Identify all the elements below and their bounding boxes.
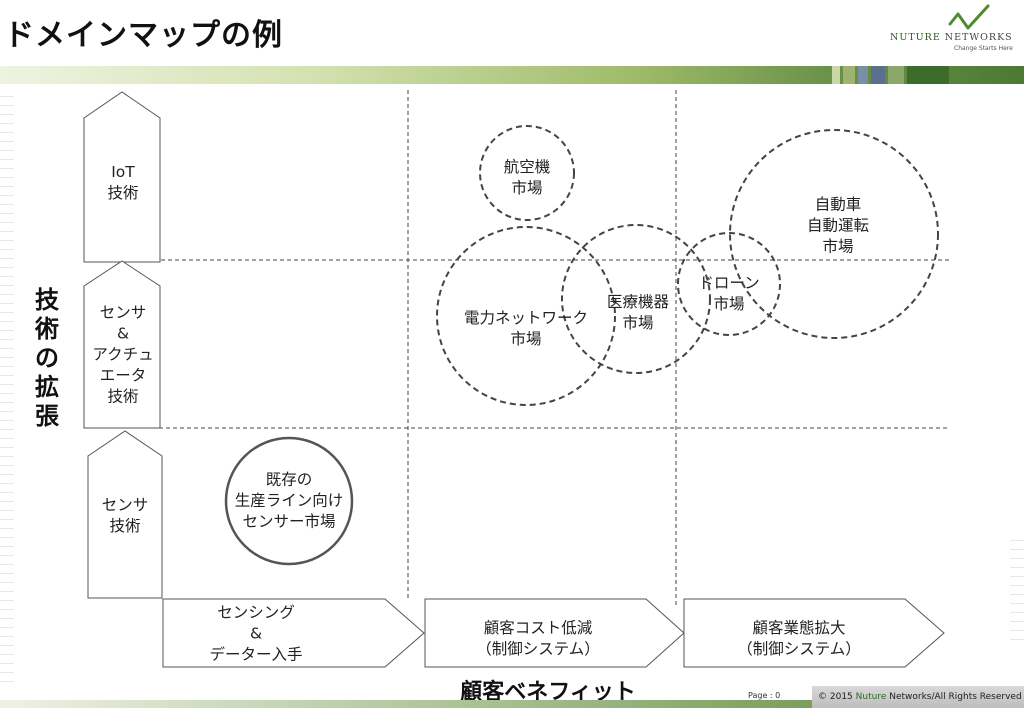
logo-tagline: Change Starts Here <box>954 45 1013 52</box>
company-logo: NUTURE NETWORKS Change Starts Here <box>884 4 1020 56</box>
tech-label-iot: IoT 技術 <box>107 163 139 202</box>
market-circle-existing <box>224 436 354 566</box>
tech-block-iot <box>83 91 161 263</box>
market-circle-drone <box>677 232 781 336</box>
band-stripe <box>858 66 868 84</box>
page-number: Page : 0 <box>748 691 781 700</box>
benefit-block-business <box>683 598 945 668</box>
benefit-label-business: 顧客業態拡大 （制御システム） <box>737 619 861 658</box>
band-stripe <box>888 66 904 84</box>
market-label-aviation: 航空機 市場 <box>503 158 551 197</box>
copyright-suffix: Networks/All Rights Reserved <box>886 692 1022 702</box>
band-stripe <box>843 66 855 84</box>
header-band <box>0 66 1024 84</box>
benefit-label-cost: 顧客コスト低減 （制御システム） <box>476 619 600 658</box>
market-label-drone: ドローン 市場 <box>698 274 760 313</box>
market-circle-automotive <box>729 129 939 339</box>
tech-block-sensor <box>87 430 163 599</box>
market-label-medical: 医療機器 市場 <box>606 293 670 332</box>
copyright-prefix: © 2015 <box>818 692 856 702</box>
market-label-power-network: 電力ネットワーク 市場 <box>463 309 589 348</box>
copyright-text: © 2015 Nuture Networks/All Rights Reserv… <box>818 692 1022 702</box>
tech-label-sensor: センサ 技術 <box>101 496 149 535</box>
benefit-block-cost <box>424 598 685 668</box>
band-stripe <box>832 66 840 84</box>
market-circle-medical <box>561 224 711 374</box>
benefit-block-sensing <box>162 598 425 668</box>
logo-check-icon <box>948 4 990 30</box>
right-ruler <box>1010 540 1024 640</box>
tech-label-sensor-actuator: センサ & アクチュ エータ 技術 <box>92 303 154 406</box>
copyright-brand: Nuture <box>855 692 887 702</box>
left-ruler <box>0 96 14 686</box>
benefit-label-sensing: センシング & データー入手 <box>209 603 303 664</box>
band-stripe <box>907 66 949 84</box>
market-label-existing: 既存の 生産ライン向け センサー市場 <box>234 470 344 531</box>
market-label-automotive: 自動車 自動運転 市場 <box>806 195 870 256</box>
market-circle-aviation <box>479 125 575 221</box>
footer-bar <box>812 686 1024 708</box>
market-circle-power-network <box>436 226 616 406</box>
page-title: ドメインマップの例 <box>4 18 283 53</box>
logo-wordmark: NUTURE NETWORKS <box>890 32 1013 43</box>
logo-name-part2: NETWORKS <box>944 32 1013 43</box>
footer-line <box>0 700 812 708</box>
logo-name-part1: NUTURE <box>890 32 941 43</box>
tech-block-sensor-actuator <box>83 260 161 429</box>
vertical-axis-title: 技術の拡張 <box>35 286 59 430</box>
header-band-stripes <box>832 66 952 84</box>
band-stripe <box>871 66 885 84</box>
